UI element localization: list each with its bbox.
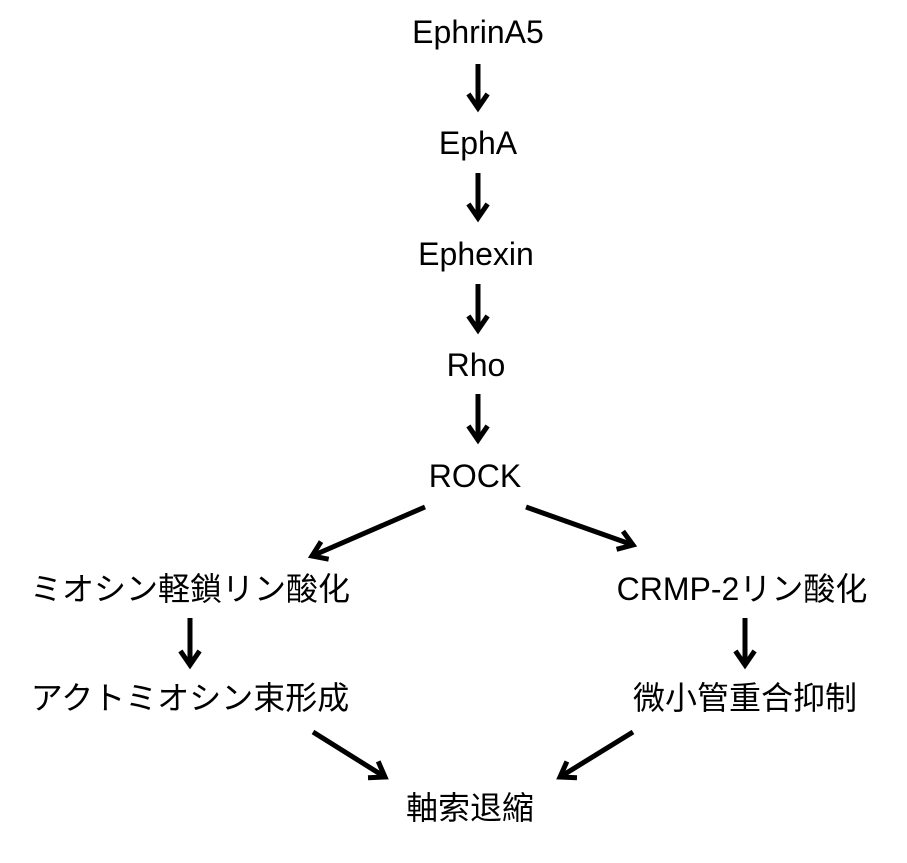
- arrowhead-icon: [307, 540, 330, 562]
- arrow-rock-to-crmp2_phos: [525, 504, 638, 552]
- arrow-mlc_phos-to-actomyosin: [178, 618, 202, 670]
- arrowhead-icon: [466, 92, 490, 113]
- arrow-rho-to-rock: [466, 394, 490, 445]
- arrowhead-icon: [466, 314, 490, 335]
- arrow-ephexin-to-rho: [466, 284, 490, 335]
- node-mlc-phosphorylation: ミオシン軽鎖リン酸化: [30, 571, 350, 607]
- node-actomyosin-bundle: アクトミオシン束形成: [31, 680, 349, 716]
- arrow-epha-to-ephexin: [466, 173, 490, 223]
- arrowhead-icon: [466, 202, 490, 223]
- node-microtubule-inhibition: 微小管重合抑制: [633, 680, 857, 716]
- arrow-rock-to-mlc_phos: [307, 504, 426, 562]
- arrowhead-icon: [466, 424, 490, 445]
- node-axon-retraction: 軸索退縮: [406, 790, 534, 826]
- arrowhead-icon: [556, 760, 578, 781]
- node-rock: ROCK: [429, 458, 521, 494]
- arrow-ephrina5-to-epha: [466, 64, 490, 113]
- arrowhead-icon: [615, 529, 638, 552]
- node-epha: EphA: [439, 125, 518, 161]
- node-rho: Rho: [447, 347, 506, 383]
- arrow-crmp2_phos-to-microtubule: [733, 618, 757, 670]
- node-ephrina5: EphrinA5: [412, 14, 544, 50]
- arrowhead-icon: [178, 649, 202, 670]
- arrow-microtubule-to-axon_retraction: [556, 729, 635, 781]
- node-crmp2-phosphorylation: CRMP-2リン酸化: [617, 571, 868, 607]
- arrowhead-icon: [367, 760, 389, 781]
- arrow-actomyosin-to-axon_retraction: [311, 729, 389, 781]
- node-ephexin: Ephexin: [418, 236, 534, 272]
- arrowhead-icon: [733, 649, 757, 670]
